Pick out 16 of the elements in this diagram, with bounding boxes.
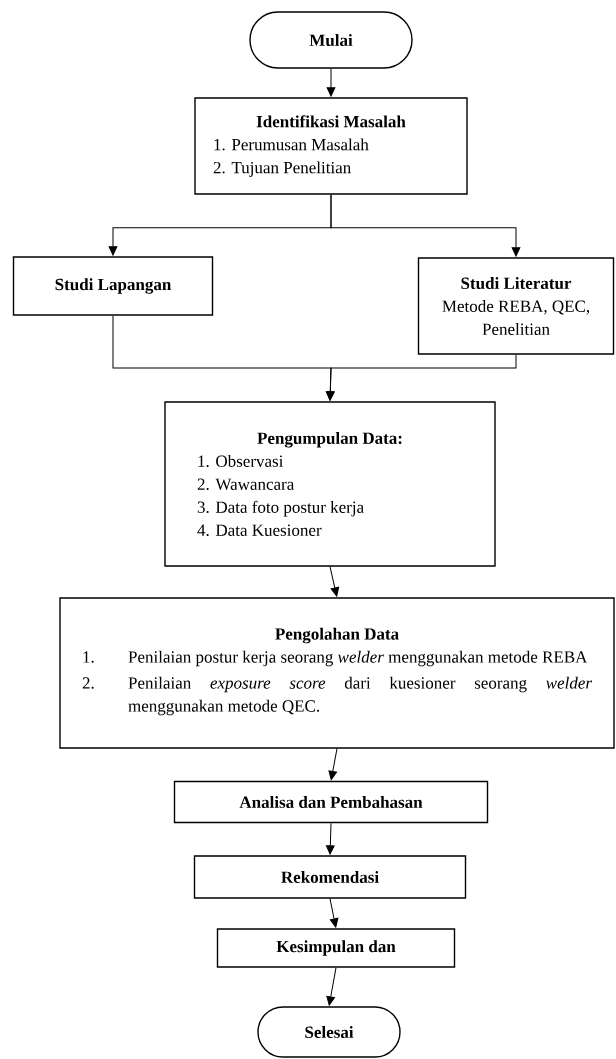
- process-box: Pengolahan Data 1. Penilaian postur kerja seorang welder menggunakan metode REBA 2. Penilaian exposure score dari kuesioner seorang welder menggunakan metode QEC.: [59, 597, 615, 749]
- process-box: Identifikasi Masalah 1. Perumusan Masalah 2. Tujuan Penelitian: [194, 97, 468, 195]
- arrow: [326, 68, 336, 97]
- process-box: Studi Literatur Metode REBA, QEC, Penelitian: [417, 257, 615, 355]
- process-box: Rekomendasi: [193, 855, 467, 899]
- process-box: Studi Lapangan: [12, 256, 214, 316]
- process-box: Kesimpulan dan: [216, 928, 456, 968]
- process-box: Pengumpulan Data: 1. Observasi 2. Wawancara 3. Data foto postur kerja 4. Data Kuesioner: [164, 401, 496, 567]
- process-box: Analisa dan Pembahasan: [173, 780, 489, 824]
- arrow: [329, 566, 340, 597]
- arrow: [328, 748, 338, 781]
- arrow: [325, 822, 335, 855]
- arrow: [326, 967, 337, 1006]
- arrow: [330, 194, 521, 257]
- arrow: [325, 354, 517, 401]
- arrow: [329, 898, 339, 928]
